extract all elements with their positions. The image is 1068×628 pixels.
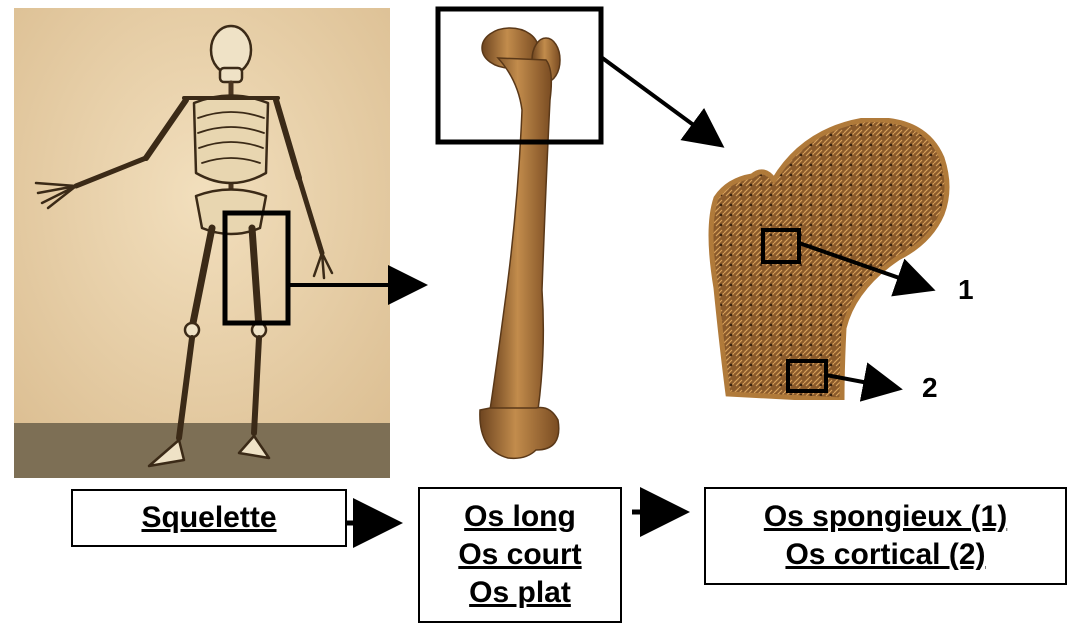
spongy-bone-highlight-frame (763, 230, 799, 262)
femur-head-highlight-frame (438, 9, 601, 142)
cortical-bone-highlight-frame (788, 361, 826, 391)
tissue-types-box: Os spongieux (1) Os cortical (2) (704, 487, 1067, 585)
bone-types-box: Os long Os court Os plat (418, 487, 622, 623)
callout-2-label: 2 (922, 372, 938, 404)
callout-1-label: 1 (958, 274, 974, 306)
thigh-highlight-frame (225, 213, 288, 323)
spongy-bone-label: Os spongieux (1) (764, 498, 1007, 536)
long-bone-label: Os long (464, 498, 576, 536)
short-bone-label: Os court (458, 536, 581, 574)
skeleton-label: Squelette (141, 499, 276, 537)
flat-bone-label: Os plat (469, 574, 571, 612)
cortical-bone-label: Os cortical (2) (785, 536, 985, 574)
callout-1-arrow (799, 243, 928, 288)
callout-2-arrow (826, 375, 895, 388)
femur-to-section-arrow (601, 57, 718, 143)
skeleton-box: Squelette (71, 489, 347, 547)
